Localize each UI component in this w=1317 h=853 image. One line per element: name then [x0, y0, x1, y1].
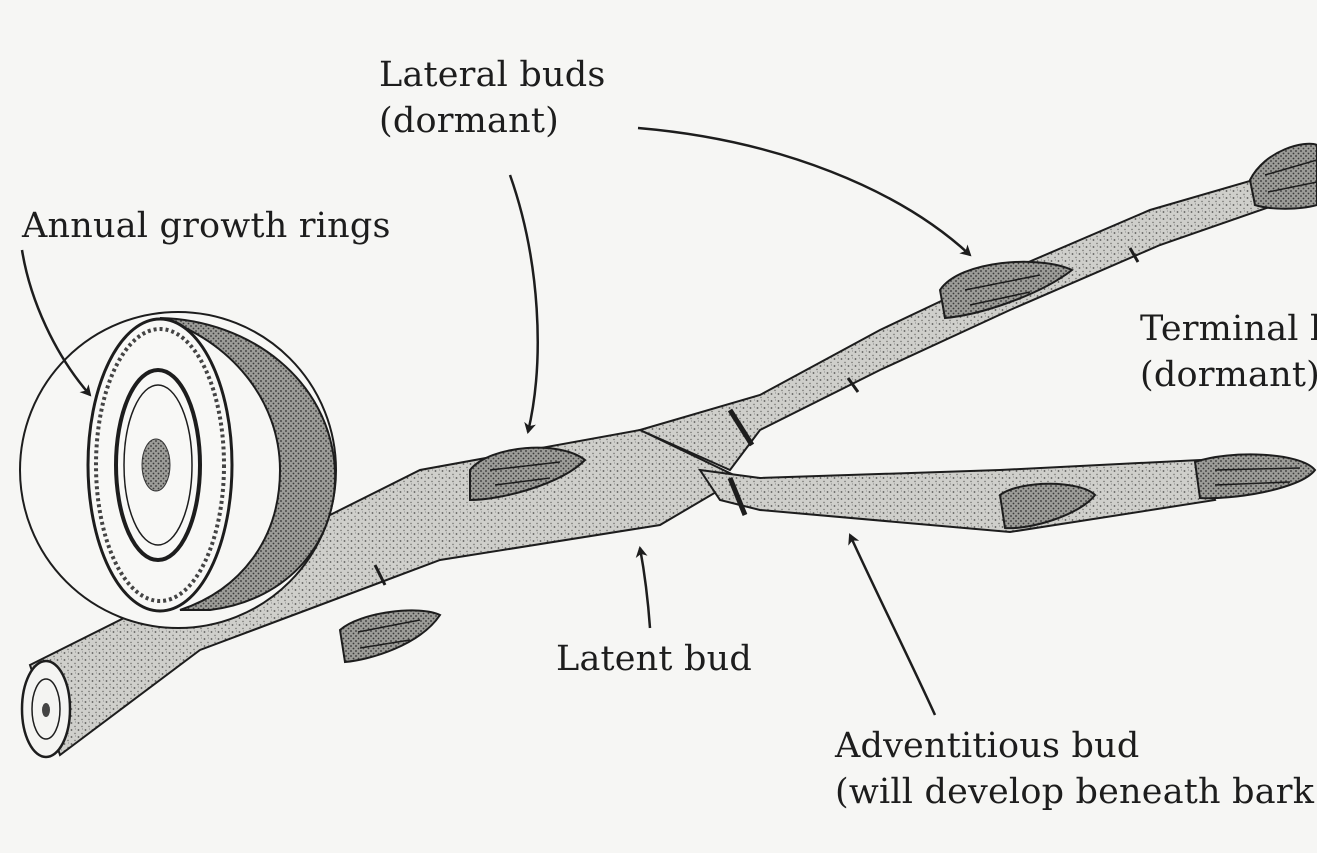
terminal-bud-lower-branch: [1195, 454, 1315, 498]
latent-bud-label: Latent bud: [556, 636, 752, 682]
cross-section-magnified: [20, 312, 336, 628]
latent-bud-label-line1: Latent bud: [556, 636, 752, 682]
lateral-buds-label-line1: Lateral buds: [379, 52, 606, 98]
terminal-bud-label: Terminal b (dormant): [1140, 306, 1317, 398]
annual-growth-rings-label-line1: Annual growth rings: [22, 203, 391, 249]
lateral-buds-label-line2: (dormant): [379, 98, 606, 144]
lower-branch: [700, 460, 1215, 532]
arrow-lateral-buds-upper: [638, 128, 970, 255]
arrow-latent-bud: [640, 548, 650, 628]
adventitious-bud-label-line1: Adventitious bud: [835, 723, 1314, 769]
cut-end: [22, 661, 70, 757]
lateral-bud-main: [340, 610, 440, 662]
annual-growth-rings-label: Annual growth rings: [22, 203, 391, 249]
terminal-bud-label-line2: (dormant): [1140, 352, 1317, 398]
arrow-adventitious-bud: [850, 535, 935, 715]
terminal-bud-label-line1: Terminal b: [1140, 306, 1317, 352]
lateral-buds-label: Lateral buds (dormant): [379, 52, 606, 144]
adventitious-bud-label-line2: (will develop beneath bark: [835, 769, 1314, 815]
terminal-bud: [1250, 144, 1317, 209]
arrow-lateral-buds-lower: [510, 175, 538, 432]
adventitious-bud-label: Adventitious bud (will develop beneath b…: [835, 723, 1314, 815]
